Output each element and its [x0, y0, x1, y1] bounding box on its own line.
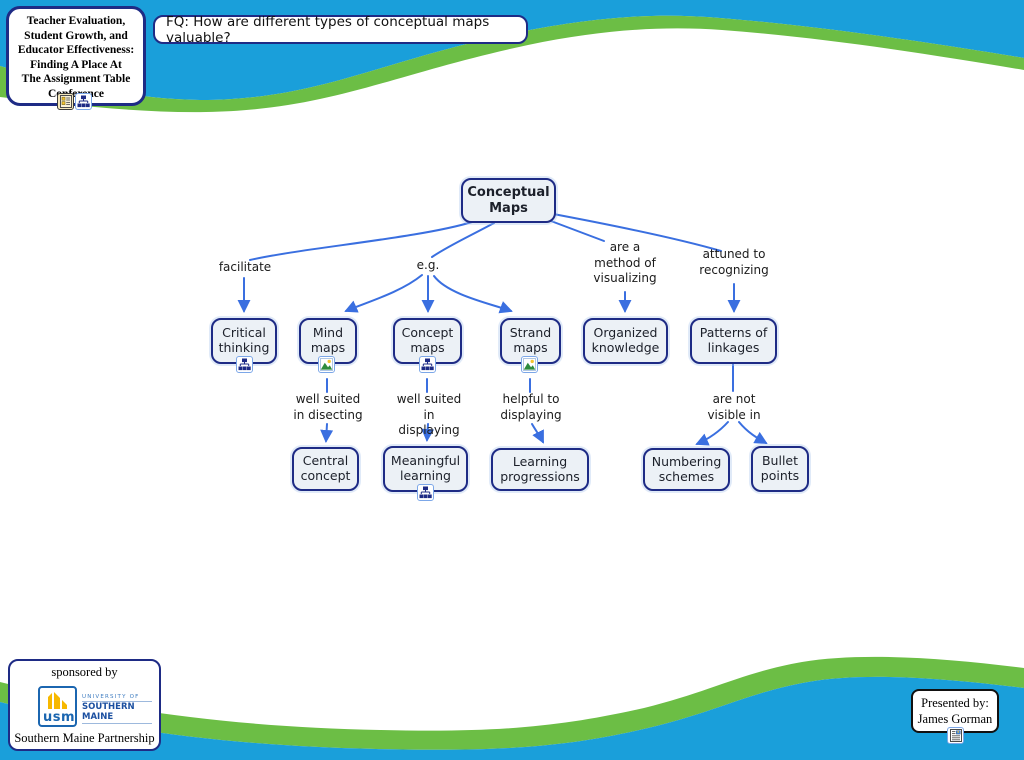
link-label-facilitate[interactable]: facilitate	[218, 260, 272, 274]
node-strand-maps[interactable]: Strand maps	[500, 318, 561, 364]
edge-conceptual-areamethod	[542, 217, 605, 242]
usm-wordmark: usm	[43, 710, 76, 725]
title-resource-icons	[57, 93, 92, 110]
concept-map-icon	[238, 358, 251, 371]
edge-label-central	[320, 423, 334, 443]
link-label-are-a-method[interactable]: are a method of visualizing	[593, 240, 657, 286]
concept-map-icon[interactable]	[75, 93, 92, 110]
sponsored-by-label: sponsored by	[51, 665, 118, 679]
node-meaningful-learning[interactable]: Meaningful learning	[383, 446, 468, 492]
edge-eg-strand	[433, 275, 513, 314]
link-label-eg[interactable]: e.g.	[416, 258, 440, 272]
node-numbering-schemes[interactable]: Numbering schemes	[643, 448, 730, 491]
link-label-are-not-visible[interactable]: are not visible in	[707, 392, 761, 422]
edge-label-numbering	[695, 421, 729, 446]
edge-label-learning	[531, 423, 544, 444]
node-bullet-points[interactable]: Bullet points	[751, 446, 809, 492]
document-icon[interactable]	[57, 93, 74, 110]
concept-map-icon[interactable]	[419, 356, 436, 373]
concept-map-icon	[419, 486, 432, 499]
concept-map-icon	[421, 358, 434, 371]
node-patterns-of-linkages[interactable]: Patterns of linkages	[690, 318, 777, 364]
document-icon	[949, 729, 962, 742]
edge-conceptual-eg	[431, 222, 495, 258]
image-icon	[320, 358, 333, 371]
document-icon[interactable]	[947, 727, 964, 744]
node-conceptual-maps[interactable]: Conceptual Maps	[461, 178, 556, 223]
focus-question-text: FQ: How are different types of conceptua…	[166, 13, 490, 46]
image-icon[interactable]	[318, 356, 335, 373]
concept-map-icon[interactable]	[417, 484, 434, 501]
node-learning-progressions[interactable]: Learning progressions	[491, 448, 589, 491]
presentation-title-box: Teacher Evaluation, Student Growth, and …	[6, 6, 146, 106]
edge-eg-mind	[344, 274, 423, 313]
link-label-attuned-to[interactable]: attuned to recognizing	[699, 247, 769, 277]
sponsor-box: sponsored by usm UNIVERSITY OF SOUTHERN …	[8, 659, 161, 751]
bottom-sea-shape	[0, 676, 1024, 760]
document-icon	[59, 95, 72, 108]
node-central-concept[interactable]: Central concept	[292, 447, 359, 491]
partnership-label: Southern Maine Partnership	[14, 731, 155, 745]
university-name: UNIVERSITY OF SOUTHERN MAINE	[82, 694, 152, 724]
southern-maine-label: SOUTHERN MAINE	[82, 702, 152, 724]
link-label-helpful-displaying[interactable]: helpful to displaying	[500, 392, 562, 422]
node-organized-knowledge[interactable]: Organized knowledge	[583, 318, 668, 364]
focus-question-box: FQ: How are different types of conceptua…	[153, 13, 528, 46]
bottom-green-wave	[0, 656, 1024, 750]
link-label-well-suited-displaying[interactable]: well suited in displaying	[396, 392, 462, 438]
concept-map-icon[interactable]	[236, 356, 253, 373]
image-icon	[523, 358, 536, 371]
edge-label-meaningful	[421, 423, 435, 442]
edge-conceptual-attuned	[547, 212, 722, 252]
link-label-well-suited-disecting[interactable]: well suited in disecting	[293, 392, 363, 422]
image-icon[interactable]	[521, 356, 538, 373]
university-of-label: UNIVERSITY OF	[82, 694, 152, 702]
edge-conceptual-facilitate	[249, 221, 473, 261]
usm-sail-icon	[48, 692, 67, 709]
edge-label-bullet	[738, 421, 768, 444]
usm-logo: usm	[38, 686, 77, 727]
concept-map-icon	[77, 95, 90, 108]
